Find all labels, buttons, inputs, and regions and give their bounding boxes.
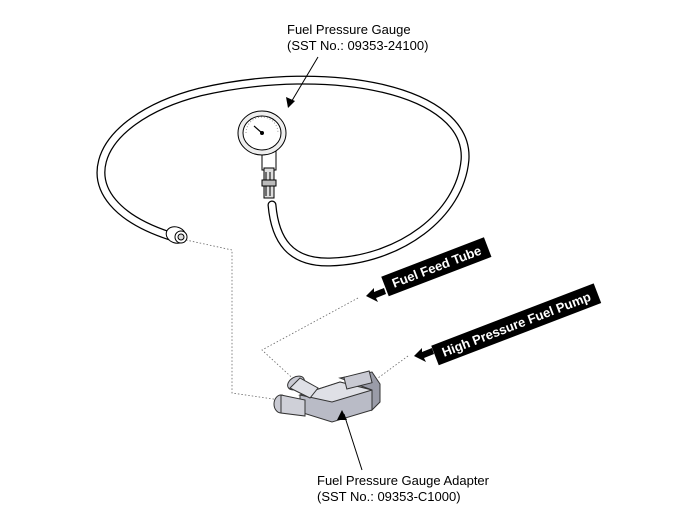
gauge-label-name: Fuel Pressure Gauge [287, 22, 411, 37]
pump-arrow-icon [414, 348, 434, 362]
pump-dotted-line [377, 355, 409, 379]
adapter-label-sst: (SST No.: 09353-C1000) [317, 489, 461, 504]
hose-icon [96, 75, 470, 267]
arrow-icon [337, 410, 347, 420]
adapter-label-name: Fuel Pressure Gauge Adapter [317, 473, 489, 488]
hose-fitting-icon [165, 226, 188, 244]
callout-lines [289, 56, 363, 471]
gauge-callout-line [289, 56, 319, 105]
adapter-label: Fuel Pressure Gauge Adapter (SST No.: 09… [317, 473, 489, 505]
feed-tube-arrow-icon [366, 288, 386, 302]
feed-tube-dotted-line [261, 297, 359, 386]
dotted-connection-lines [185, 239, 409, 401]
gauge-label-sst: (SST No.: 09353-24100) [287, 38, 429, 53]
adapter-callout-line [343, 413, 363, 471]
gauge-label: Fuel Pressure Gauge (SST No.: 09353-2410… [287, 22, 428, 54]
arrow-icon [286, 97, 295, 108]
fuel-pressure-gauge-icon [237, 110, 287, 199]
adapter-icon [273, 370, 381, 423]
hose-to-adapter-dotted-line [185, 239, 281, 401]
